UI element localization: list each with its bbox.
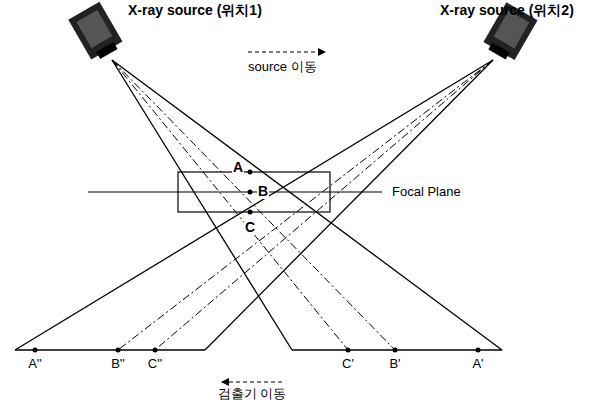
motion-label: source 이동 (248, 60, 317, 74)
projection-label: B' (389, 357, 400, 371)
motion-label: 검출기 이동 (218, 387, 287, 401)
projection-label: B'' (111, 357, 125, 371)
point-label: A (232, 160, 244, 175)
x-ray-source-1 (68, 2, 124, 63)
point-label: B (257, 184, 269, 199)
points (33, 170, 481, 353)
ray-lines (112, 60, 493, 350)
plane-label: Focal Plane (392, 185, 461, 199)
projection-label: A'' (28, 357, 42, 371)
projection-label: C'' (148, 357, 162, 371)
source-move-arrow (248, 52, 325, 53)
detector-move-arrow (222, 382, 282, 383)
beam-lines (15, 60, 502, 350)
source-label: X-ray source (위치2) (440, 3, 574, 18)
source-label: X-ray source (위치1) (128, 3, 262, 18)
focal-plane-line (88, 191, 382, 192)
projection-label: C' (342, 357, 354, 371)
projection-label: A' (472, 357, 483, 371)
point-label: C (244, 220, 256, 235)
